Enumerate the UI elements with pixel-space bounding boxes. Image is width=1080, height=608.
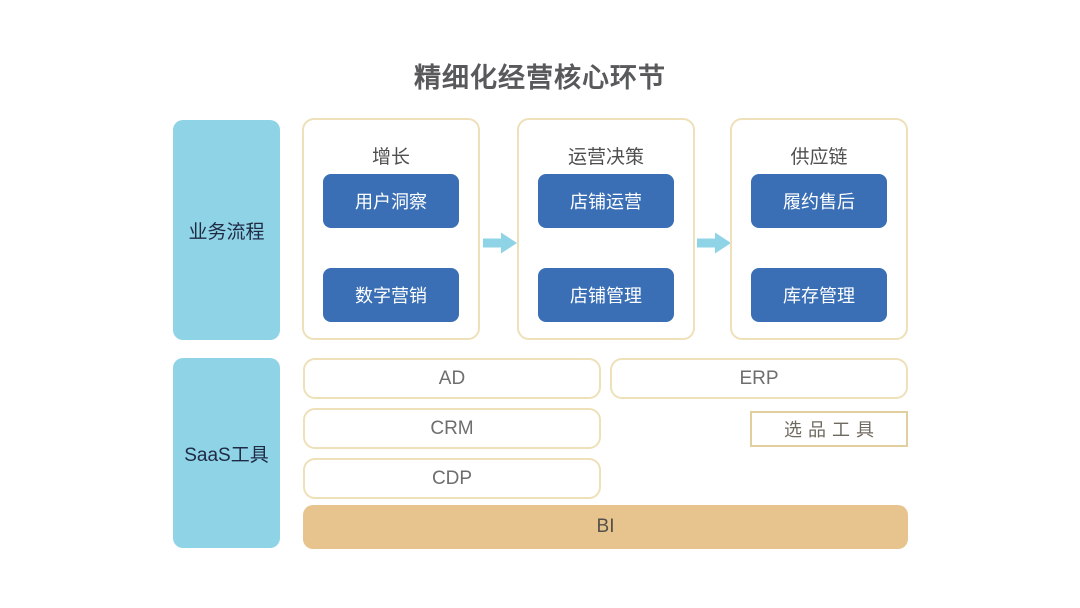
tool-box-cdp: CDP <box>303 458 601 499</box>
flow-node-inventory-management: 库存管理 <box>751 268 887 322</box>
page-title: 精细化经营核心环节 <box>414 63 666 93</box>
tool-box-ad: AD <box>303 358 601 399</box>
row-label-saas-tools-text: SaaS工具 <box>184 444 269 466</box>
flow-node-store-management: 店铺管理 <box>538 268 674 322</box>
row-label-saas-tools: SaaS工具 <box>173 358 280 548</box>
tool-bar-bi: BI <box>303 505 908 549</box>
flow-column-supply-chain-header: 供应链 <box>790 147 848 168</box>
tool-box-product-selection: 选品工具 <box>750 411 908 447</box>
flow-node-digital-marketing: 数字营销 <box>323 268 459 322</box>
flow-column-operation-decision: 运营决策 店铺运营 店铺管理 <box>517 118 695 340</box>
flow-column-supply-chain: 供应链 履约售后 库存管理 <box>730 118 908 340</box>
row-label-business-process-text: 业务流程 <box>188 221 265 243</box>
row-label-business-process: 业务流程 <box>173 120 280 340</box>
flow-column-operation-decision-header: 运营决策 <box>567 147 644 168</box>
flow-node-store-operation: 店铺运营 <box>538 174 674 228</box>
flow-column-growth: 增长 用户洞察 数字营销 <box>302 118 480 340</box>
arrow-right-icon <box>483 230 517 256</box>
tool-box-crm: CRM <box>303 408 601 449</box>
flow-node-user-insight: 用户洞察 <box>323 174 459 228</box>
tool-box-erp: ERP <box>610 358 908 399</box>
flow-column-growth-header: 增长 <box>371 147 410 168</box>
flow-node-fulfillment-aftersales: 履约售后 <box>751 174 887 228</box>
arrow-right-icon <box>697 230 731 256</box>
